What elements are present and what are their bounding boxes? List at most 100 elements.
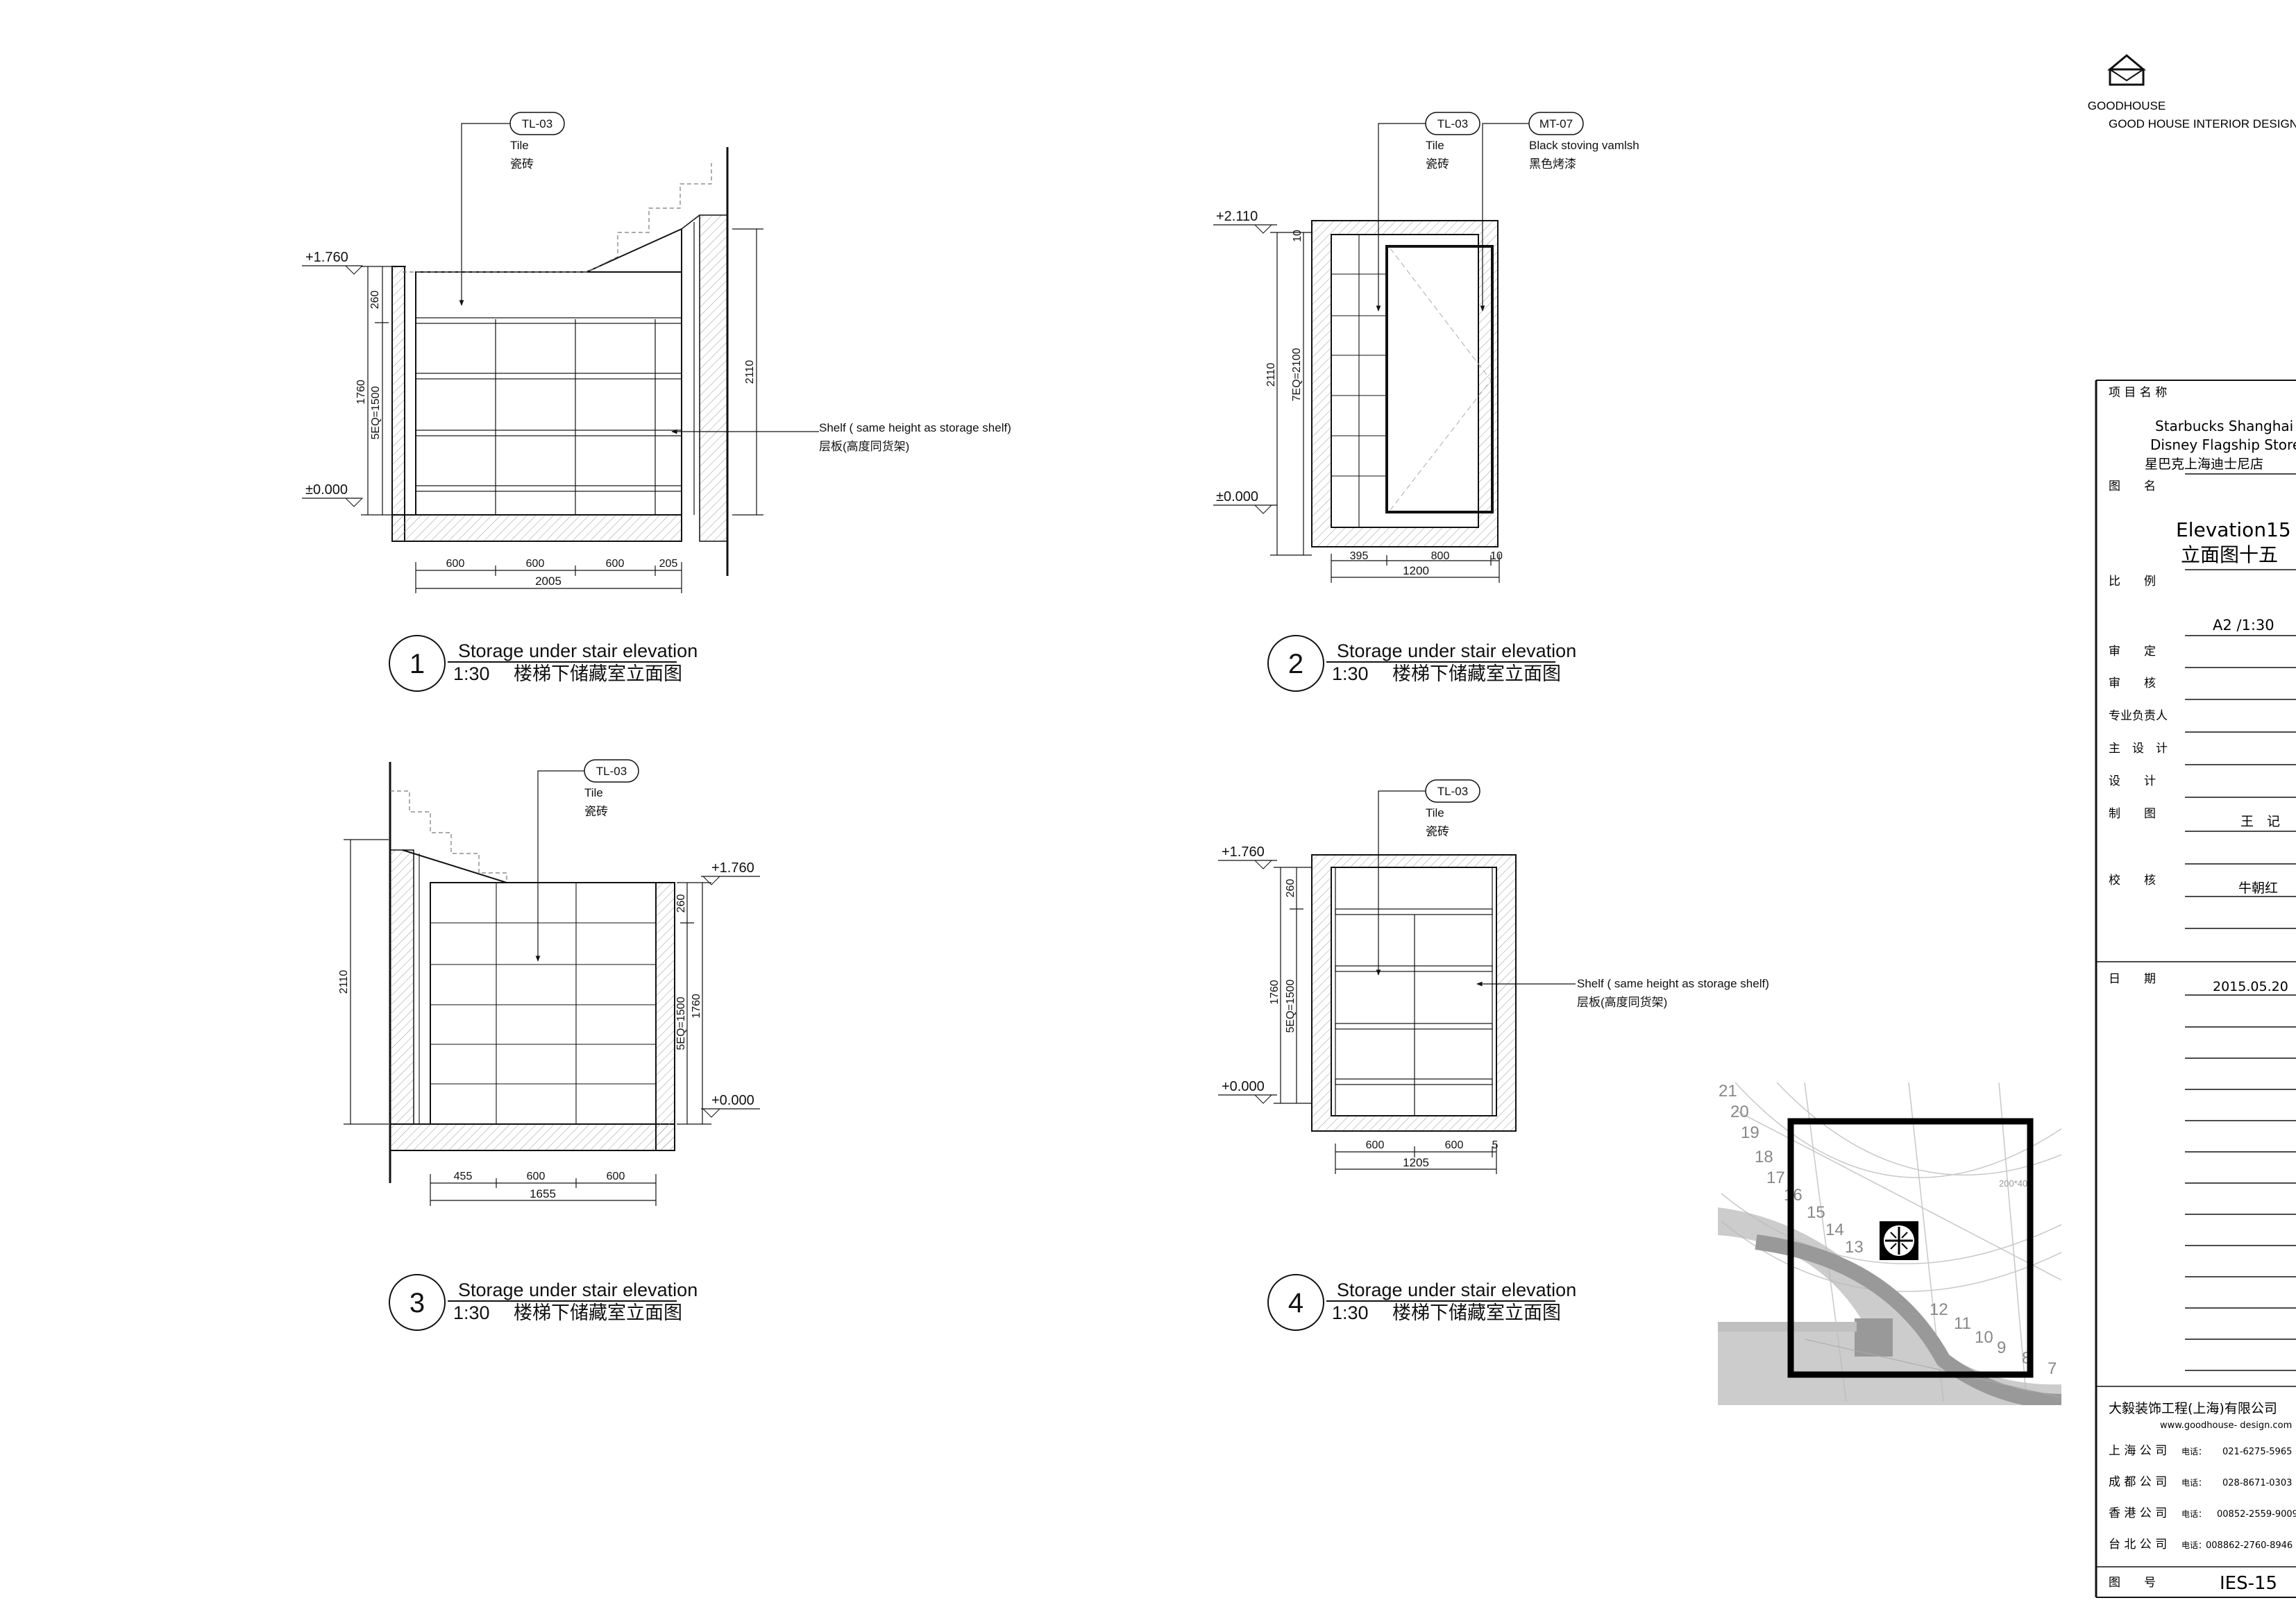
material-note-en: Tile bbox=[510, 139, 529, 152]
dimension-label: 10 bbox=[1490, 550, 1503, 562]
shelf-note-en: Shelf ( same height as storage shelf) bbox=[1577, 977, 1769, 990]
scale-value: A2 /1:30 bbox=[2213, 617, 2274, 634]
shelf-note-cn: 层板(高度同货架) bbox=[819, 440, 909, 453]
grid-number: 14 bbox=[1825, 1221, 1844, 1239]
office-name: 香 港 公 司 bbox=[2109, 1506, 2167, 1520]
material-note-cn: 瓷砖 bbox=[1426, 158, 1449, 171]
dimension-label: 600 bbox=[606, 558, 625, 570]
caption-title-en: Storage under stair elevation bbox=[1337, 640, 1576, 661]
caption-title-cn: 楼梯下储藏室立面图 bbox=[1392, 663, 1561, 684]
caption-title-cn: 楼梯下储藏室立面图 bbox=[1392, 1302, 1561, 1323]
date-label: 日 期 bbox=[2109, 972, 2156, 986]
dimension-label: 395 bbox=[1350, 550, 1369, 562]
elevation-2: TL-03 MT-07 Tile 瓷砖 Black stoving vamlsh… bbox=[1213, 112, 1639, 692]
dimension-label: 7EQ=2100 bbox=[1291, 348, 1303, 401]
caption-number: 2 bbox=[1288, 649, 1303, 679]
dimension-label: 2005 bbox=[535, 575, 562, 588]
material-note-cn: 瓷砖 bbox=[510, 158, 534, 171]
office-name: 上 海 公 司 bbox=[2109, 1444, 2167, 1458]
office-phone: 021-6275-5965 bbox=[2222, 1447, 2292, 1457]
dimension-label: 260 bbox=[1285, 879, 1297, 898]
grid-number: 21 bbox=[1719, 1082, 1737, 1101]
key-plan-highlight-frame bbox=[1787, 1118, 2034, 1378]
dimension-label: 1760 bbox=[691, 994, 702, 1019]
caption-number: 4 bbox=[1288, 1288, 1303, 1318]
grid-number: 17 bbox=[1766, 1169, 1785, 1187]
project-label: 项 目 名 称 bbox=[2109, 386, 2167, 400]
approve-label: 审 定 bbox=[2109, 645, 2156, 658]
project-name-en-2: Disney Flagship Store bbox=[2150, 436, 2296, 453]
level-mark: +1.760 bbox=[711, 860, 754, 876]
dimension-label: 5EQ=1500 bbox=[370, 386, 382, 439]
project-name-cn: 星巴克上海迪士尼店 bbox=[2145, 457, 2263, 472]
drawing-name-en: Elevation15 bbox=[2176, 518, 2291, 541]
caption-scale: 1:30 bbox=[1332, 663, 1369, 684]
level-mark: +0.000 bbox=[1222, 1079, 1265, 1094]
shelf-note-en: Shelf ( same height as storage shelf) bbox=[819, 421, 1011, 434]
dimension-label: 1655 bbox=[530, 1187, 556, 1200]
sheet-label: 图 号 bbox=[2109, 1576, 2156, 1590]
dimension-label: 600 bbox=[1366, 1139, 1385, 1151]
dimension-label: 600 bbox=[446, 558, 465, 570]
level-mark: +2.110 bbox=[1216, 209, 1258, 224]
grid-number: 15 bbox=[1807, 1203, 1825, 1222]
office-phone-label: 电话： bbox=[2181, 1509, 2206, 1519]
elevation-caption: 2 Storage under stair elevation 1:30 楼梯下… bbox=[1267, 635, 1576, 692]
office-name: 台 北 公 司 bbox=[2109, 1538, 2167, 1552]
caption-scale: 1:30 bbox=[1332, 1302, 1369, 1323]
dimension-label: 205 bbox=[659, 558, 678, 570]
office-phone: 00852-2559-9009 bbox=[2217, 1509, 2296, 1520]
dimension-label: 600 bbox=[526, 558, 545, 570]
dimension-label: 2110 bbox=[338, 970, 350, 994]
caption-scale: 1:30 bbox=[453, 1302, 490, 1323]
company-logo: GOODHOUSE GOOD HOUSE INTERIOR DESIGN bbox=[2088, 54, 2296, 130]
logo-roof-icon bbox=[2107, 54, 2147, 71]
dimension-label: 1760 bbox=[1269, 980, 1281, 1005]
level-mark: ±0.000 bbox=[1216, 489, 1258, 504]
office-phone: 028-8671-0303 bbox=[2222, 1478, 2292, 1488]
elevation-1: TL-03 Tile 瓷砖 Shelf ( same height as sto… bbox=[302, 112, 1011, 692]
material-note-en: Tile bbox=[1426, 139, 1444, 152]
elevation-3: TL-03 Tile 瓷砖 +1.760 +0.000 2110 260 5EQ… bbox=[338, 759, 760, 1331]
material-tag-code: TL-03 bbox=[1437, 117, 1468, 130]
material-note-en: Black stoving vamlsh bbox=[1529, 139, 1639, 152]
design-label: 设 计 bbox=[2109, 774, 2156, 788]
dimension-label: 260 bbox=[369, 291, 381, 309]
dimension-label: 455 bbox=[454, 1171, 473, 1182]
caption-number: 3 bbox=[410, 1288, 425, 1318]
dimension-label: 600 bbox=[607, 1171, 625, 1182]
elevation-caption: 4 Storage under stair elevation 1:30 楼梯下… bbox=[1267, 1274, 1576, 1331]
grid-number: 19 bbox=[1741, 1123, 1759, 1142]
review-label: 审 核 bbox=[2109, 677, 2156, 690]
office-phone-label: 电话： bbox=[2181, 1447, 2206, 1456]
check-value: 牛朝红 bbox=[2238, 881, 2278, 896]
caption-number: 1 bbox=[410, 649, 425, 679]
material-tag-code: TL-03 bbox=[596, 765, 627, 778]
date-value: 2015.05.20 bbox=[2213, 979, 2288, 994]
dimension-label: 1760 bbox=[355, 380, 367, 405]
scale-label: 比 例 bbox=[2109, 575, 2156, 588]
level-mark: +1.760 bbox=[305, 250, 348, 265]
material-tag-code: MT-07 bbox=[1539, 117, 1573, 130]
office-phone-label: 电话： bbox=[2181, 1478, 2206, 1488]
chief-design-label: 主 设 计 bbox=[2109, 742, 2168, 756]
material-tag-code: TL-03 bbox=[1437, 785, 1468, 798]
caption-title-en: Storage under stair elevation bbox=[1337, 1280, 1576, 1300]
company-name-cn: 大毅装饰工程(上海)有限公司 bbox=[2109, 1401, 2277, 1416]
dimension-label: 2110 bbox=[744, 360, 756, 384]
dimension-label: 1205 bbox=[1403, 1156, 1429, 1169]
grid-number: 10 bbox=[1975, 1328, 1993, 1347]
grid-number: 12 bbox=[1930, 1300, 1948, 1319]
column-grid-numbers: 21 20 19 18 17 16 15 14 13 12 11 10 9 8 … bbox=[1719, 1082, 2057, 1378]
office-name: 成 都 公 司 bbox=[2109, 1475, 2167, 1489]
drawing-name-label: 图 名 bbox=[2109, 479, 2156, 493]
grid-number: 20 bbox=[1730, 1103, 1749, 1121]
material-note-en: Tile bbox=[1426, 806, 1444, 819]
material-note-cn: 瓷砖 bbox=[584, 805, 608, 818]
shelf-note-cn: 层板(高度同货架) bbox=[1577, 996, 1667, 1009]
drawing-name-cn: 立面图十五 bbox=[2181, 543, 2278, 566]
caption-title-cn: 楼梯下储藏室立面图 bbox=[514, 663, 682, 684]
caption-title-cn: 楼梯下储藏室立面图 bbox=[514, 1302, 682, 1323]
office-list: 上 海 公 司 电话： 021-6275-5965 成 都 公 司 电话： 02… bbox=[2109, 1444, 2296, 1552]
